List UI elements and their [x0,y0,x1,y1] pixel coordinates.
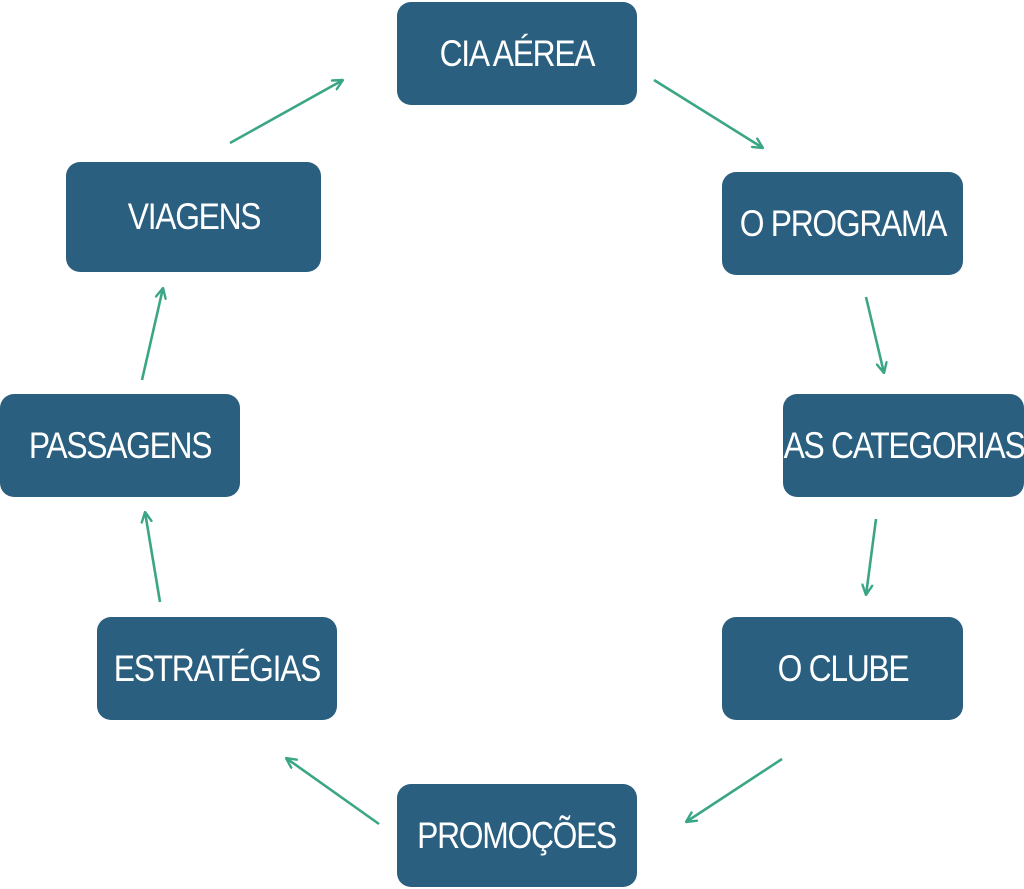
node-passagens: PASSAGENS [0,394,240,497]
arrow-estrategias-to-passagens [145,512,162,603]
node-promocoes-label: PROMOÇÕES [417,814,618,856]
arrow-categorias-to-clube [866,518,878,595]
arrow-cia-to-programa [653,78,763,148]
arrow-clube-to-promocoes [686,757,783,822]
node-o-clube-label: O CLUBE [777,647,909,689]
node-viagens: VIAGENS [66,162,321,272]
node-estrategias-label: ESTRATÉGIAS [113,647,322,689]
node-estrategias: ESTRATÉGIAS [97,617,337,720]
node-cia-aerea: CIA AÉREA [397,2,637,105]
node-o-clube: O CLUBE [722,617,963,720]
arrow-passagens-to-viagens [140,288,163,381]
arrow-programa-to-categorias [864,296,884,373]
node-o-programa-label: O PROGRAMA [739,202,947,244]
arrow-viagens-to-cia [229,80,343,145]
node-as-categorias-label: AS CATEGORIAS [783,424,1024,466]
node-passagens-label: PASSAGENS [28,424,213,466]
node-o-programa: O PROGRAMA [722,172,963,275]
node-viagens-label: VIAGENS [127,196,261,237]
arrow-promocoes-to-estrategias [286,758,380,826]
node-promocoes: PROMOÇÕES [397,784,637,887]
node-as-categorias: AS CATEGORIAS [783,394,1024,497]
node-cia-aerea-label: CIA AÉREA [439,32,596,74]
